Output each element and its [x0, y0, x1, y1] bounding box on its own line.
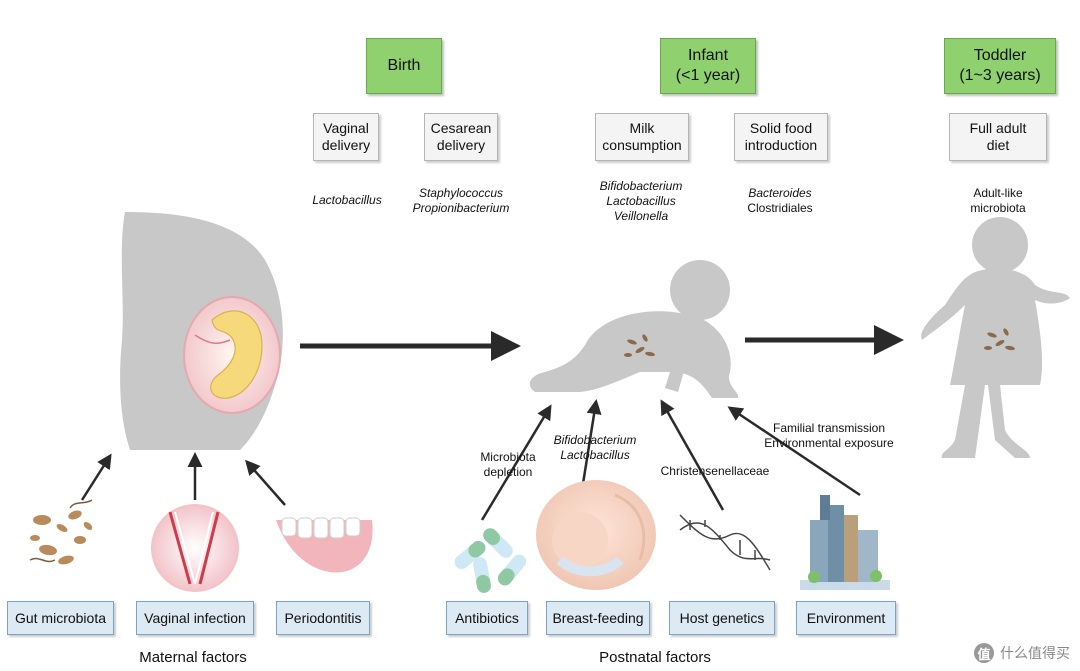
stage-toddler-label: Toddler — [973, 47, 1027, 64]
substage-full-adult-diet: Full adult diet — [949, 113, 1047, 161]
stage-infant: Infant (<1 year) — [660, 38, 756, 94]
microbe-solid-2: Clostridiales — [747, 201, 813, 215]
substage-adult-line1: Full adult — [969, 120, 1027, 136]
city-buildings-icon — [800, 495, 890, 590]
label-environment-1: Familial transmission — [772, 421, 886, 435]
label-microbiota-depletion-2: depletion — [483, 465, 533, 479]
factor-host-genetics: Host genetics — [669, 601, 775, 635]
microbe-adult: Adult-like microbiota — [950, 186, 1046, 216]
toddler-silhouette — [921, 217, 1070, 458]
periodontitis-icon — [276, 517, 373, 573]
factor-vaginal-infection: Vaginal infection — [136, 601, 254, 635]
gut-microbiota-icon — [29, 499, 93, 565]
crawling-baby-silhouette — [529, 260, 739, 398]
substage-milk-line2: consumption — [602, 137, 682, 153]
substage-solid-line2: introduction — [744, 137, 818, 153]
watermark-text: 什么值得买 — [1000, 645, 1070, 661]
label-genetics-text: Christensenellaceae — [660, 464, 770, 478]
substage-solid-line1: Solid food — [749, 120, 813, 136]
microbe-vaginal: Lactobacillus — [300, 193, 394, 208]
microbe-cesarean-1: Staphylococcus — [418, 186, 504, 200]
fetus-icon — [210, 310, 263, 399]
label-christensenellaceae: Christensenellaceae — [650, 464, 780, 479]
factor-breast-feeding-label: Breast-feeding — [552, 610, 644, 626]
stage-birth: Birth — [366, 38, 442, 94]
substage-milk-consumption: Milk consumption — [595, 113, 689, 161]
label-microbiota-depletion-1: Microbiota — [480, 450, 536, 464]
substage-cesarean-line2: delivery — [436, 137, 486, 153]
stage-infant-label: Infant — [687, 47, 729, 64]
label-environment-transmission: Familial transmission Environmental expo… — [752, 421, 906, 451]
stage-toddler-age: (1~3 years) — [959, 67, 1041, 84]
antibiotics-pills-icon — [454, 528, 527, 593]
microbe-milk-1: Bifidobacterium — [599, 179, 683, 193]
group-title-maternal: Maternal factors — [113, 649, 273, 666]
microbe-cesarean-2: Propionibacterium — [412, 201, 510, 215]
pregnant-woman-silhouette — [120, 212, 283, 450]
stage-birth-label: Birth — [387, 57, 421, 74]
substage-vaginal-line2: delivery — [321, 137, 371, 153]
stage-infant-age: (<1 year) — [675, 67, 741, 84]
microbe-milk-3: Veillonella — [613, 209, 669, 223]
microbe-adult-2: microbiota — [970, 201, 1026, 215]
substage-cesarean-line1: Cesarean — [430, 120, 492, 136]
label-breast-1: Bifidobacterium — [553, 433, 637, 447]
substage-adult-line2: diet — [986, 137, 1010, 153]
factor-periodontitis-label: Periodontitis — [284, 610, 362, 626]
factor-host-genetics-label: Host genetics — [679, 610, 765, 626]
group-title-maternal-text: Maternal factors — [139, 649, 247, 666]
factor-breast-feeding: Breast-feeding — [546, 601, 650, 635]
factor-gut-microbiota: Gut microbiota — [7, 601, 114, 635]
microbe-solid: Bacteroides Clostridiales — [730, 186, 830, 216]
breast-feeding-icon — [536, 480, 656, 590]
label-environment-2: Environmental exposure — [764, 436, 894, 450]
factor-vaginal-infection-label: Vaginal infection — [144, 610, 246, 626]
group-title-postnatal-text: Postnatal factors — [599, 649, 711, 666]
label-microbiota-depletion: Microbiota depletion — [470, 450, 546, 480]
substage-cesarean-delivery: Cesarean delivery — [424, 113, 498, 161]
group-title-postnatal: Postnatal factors — [580, 649, 730, 666]
factor-environment: Environment — [796, 601, 896, 635]
watermark: 值 什么值得买 — [974, 643, 1070, 663]
dna-icon — [679, 514, 771, 571]
substage-vaginal-line1: Vaginal — [323, 120, 369, 136]
factor-environment-label: Environment — [806, 610, 886, 626]
factor-periodontitis: Periodontitis — [276, 601, 370, 635]
stage-toddler: Toddler (1~3 years) — [944, 38, 1056, 94]
microbe-milk: Bifidobacterium Lactobacillus Veillonell… — [585, 179, 697, 224]
substage-milk-line1: Milk — [629, 120, 655, 136]
microbe-cesarean: Staphylococcus Propionibacterium — [400, 186, 522, 216]
label-breastfeeding-microbes: Bifidobacterium Lactobacillus — [540, 433, 650, 463]
label-breast-2: Lactobacillus — [560, 448, 630, 462]
microbe-solid-1: Bacteroides — [748, 186, 812, 200]
substage-vaginal-delivery: Vaginal delivery — [313, 113, 379, 161]
factor-gut-microbiota-label: Gut microbiota — [14, 610, 107, 626]
factor-antibiotics: Antibiotics — [446, 601, 528, 635]
substage-solid-food: Solid food introduction — [734, 113, 828, 161]
watermark-logo-icon: 值 — [974, 643, 994, 663]
microbe-adult-1: Adult-like — [973, 186, 1023, 200]
factor-antibiotics-label: Antibiotics — [455, 610, 519, 626]
microbe-milk-2: Lactobacillus — [606, 194, 676, 208]
microbe-vaginal-text: Lactobacillus — [312, 193, 382, 207]
vaginal-infection-icon — [151, 504, 239, 592]
